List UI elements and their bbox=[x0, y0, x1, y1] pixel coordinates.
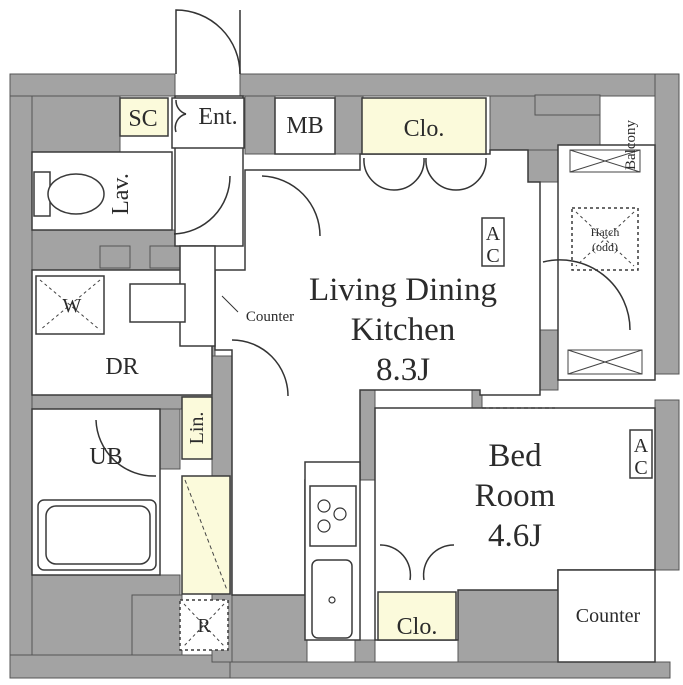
bedroom-size: 4.6J bbox=[488, 518, 542, 554]
kitchen-sink-box bbox=[311, 559, 353, 639]
counter-leader bbox=[221, 295, 239, 313]
stove-burners bbox=[317, 499, 347, 604]
ac-ldk-label-a: A bbox=[486, 223, 501, 245]
counter-bed-label: Counter bbox=[576, 605, 641, 627]
ac-ldk-label-c: C bbox=[486, 245, 499, 267]
bath-inner bbox=[45, 505, 151, 565]
clo-top-box bbox=[361, 97, 487, 155]
bedroom-label-line1: Bed bbox=[488, 438, 542, 474]
ent-label: Ent. bbox=[198, 104, 237, 130]
lin-label: Lin. bbox=[186, 412, 208, 445]
ldk-label-line1: Living Dining bbox=[309, 272, 497, 308]
ent-box bbox=[171, 97, 245, 149]
lin-box bbox=[181, 396, 213, 460]
cross-marks bbox=[39, 149, 643, 647]
mb-box bbox=[274, 97, 336, 155]
toilet-bowl bbox=[47, 173, 105, 215]
clo-bottom-label: Clo. bbox=[397, 614, 438, 640]
r-box bbox=[179, 599, 229, 651]
bedroom-label-line2: Room bbox=[475, 478, 556, 514]
ac-bed-label-c: C bbox=[634, 457, 647, 479]
ub-label: UB bbox=[89, 444, 122, 470]
labels: Living Dining Kitchen 8.3J Bed Room 4.6J… bbox=[63, 104, 649, 640]
stove-box bbox=[309, 485, 357, 547]
hatch-label-line2: (odd) bbox=[592, 240, 618, 254]
mb-label: MB bbox=[286, 113, 323, 139]
door-swings bbox=[95, 9, 631, 581]
sc-label: SC bbox=[128, 106, 157, 132]
ac-bed-label-a: A bbox=[634, 435, 649, 457]
dr-label: DR bbox=[105, 354, 138, 380]
hatch-label-line1: Hatch bbox=[591, 225, 620, 239]
ac-bed-box bbox=[629, 429, 653, 479]
w-label: W bbox=[63, 295, 82, 317]
ldk-label-line2: Kitchen bbox=[351, 312, 455, 348]
counter-box bbox=[557, 569, 656, 663]
clo-top-label: Clo. bbox=[404, 116, 445, 142]
balcony-label: Balcony bbox=[623, 120, 639, 170]
sink-box bbox=[129, 283, 186, 323]
counter-ldk-label: Counter bbox=[246, 309, 294, 325]
lav-label: Lav. bbox=[108, 173, 134, 215]
sc-box bbox=[119, 97, 169, 137]
ldk-size: 8.3J bbox=[376, 352, 430, 388]
ldk-floor bbox=[214, 149, 541, 596]
r-label: R bbox=[197, 615, 211, 637]
hatch-box bbox=[571, 207, 639, 271]
storage-areas bbox=[119, 97, 487, 641]
ac-ldk-box bbox=[481, 217, 505, 267]
fixtures bbox=[33, 97, 653, 651]
clo-bottom-box bbox=[377, 591, 457, 641]
